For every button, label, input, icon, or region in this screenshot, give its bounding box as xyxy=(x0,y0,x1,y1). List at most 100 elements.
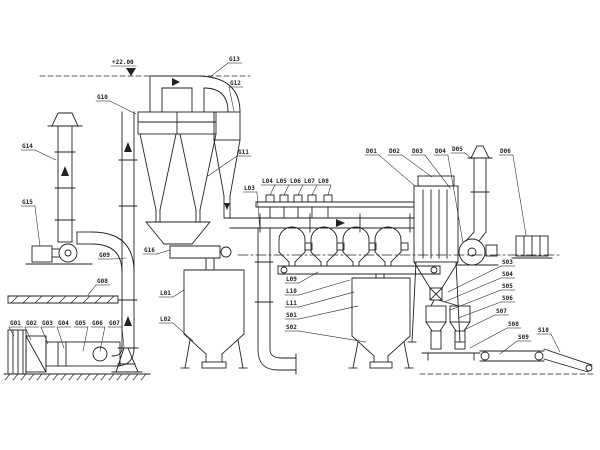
discharge-screw-feeder xyxy=(169,245,232,271)
leader-g07 xyxy=(121,326,125,348)
collecting-conveyor xyxy=(277,265,441,279)
label-d04: D04 xyxy=(435,148,446,155)
leader-s03 xyxy=(447,265,502,293)
leader-l08 xyxy=(327,184,332,196)
leader-g04 xyxy=(56,326,65,349)
leader-l06 xyxy=(297,184,304,196)
label-g03: G03 xyxy=(42,320,53,327)
label-d02: D02 xyxy=(389,148,400,155)
label-g11: G11 xyxy=(238,149,249,156)
label-d06: D06 xyxy=(500,148,511,155)
label-s04: S04 xyxy=(502,271,513,278)
leader-s01 xyxy=(298,305,359,320)
label-d05: D05 xyxy=(452,146,463,153)
label-l11: L11 xyxy=(286,300,297,307)
label-g09: G09 xyxy=(99,252,110,259)
label-l02: L02 xyxy=(160,316,171,323)
leader-d04 xyxy=(447,154,464,244)
leader-d03 xyxy=(424,154,451,189)
label-s06: S06 xyxy=(502,295,513,302)
label-g10: G10 xyxy=(97,94,108,101)
label-s05: S05 xyxy=(502,283,513,290)
leader-d06 xyxy=(512,154,527,236)
leader-s02 xyxy=(298,330,367,343)
leader-g01 xyxy=(8,326,15,337)
leader-g09 xyxy=(111,257,127,260)
airlock-feeder-row xyxy=(278,226,409,267)
leader-l05 xyxy=(283,184,290,196)
drop-leg-duct xyxy=(254,227,297,375)
label-g06: G06 xyxy=(92,320,103,327)
leader-s07 xyxy=(463,314,496,331)
label-g13: G13 xyxy=(229,56,240,63)
label-g05: G05 xyxy=(75,320,86,327)
leader-s05 xyxy=(449,289,502,311)
leader-l07 xyxy=(311,184,318,196)
product-hopper-2 xyxy=(348,277,414,369)
drying-column xyxy=(111,111,139,367)
blower-unit xyxy=(25,243,93,265)
leader-l09 xyxy=(298,271,319,284)
main-transfer-duct xyxy=(223,213,415,233)
label-g01: G01 xyxy=(10,320,21,327)
label-g12: G12 xyxy=(230,80,241,87)
label-g16: G16 xyxy=(144,247,155,254)
leader-l03 xyxy=(256,191,261,232)
label-s02: S02 xyxy=(286,324,297,331)
label-g04: G04 xyxy=(58,320,69,327)
leader-g02 xyxy=(24,326,32,341)
leader-s06 xyxy=(457,301,502,319)
leader-g16 xyxy=(156,249,171,255)
packing-machines xyxy=(421,299,481,361)
leader-d05 xyxy=(464,152,473,160)
label-elevation: +22.00 xyxy=(112,59,134,66)
leader-g14 xyxy=(34,149,57,161)
label-s01: S01 xyxy=(286,312,297,319)
label-l03: L03 xyxy=(244,185,255,192)
label-g15: G15 xyxy=(22,199,33,206)
label-d01: D01 xyxy=(366,148,377,155)
leader-l01 xyxy=(172,289,185,298)
elevation-marker xyxy=(126,68,136,76)
leader-g05 xyxy=(82,326,89,352)
bagged-product-conveyor xyxy=(479,348,593,373)
label-g14: G14 xyxy=(22,143,33,150)
label-l06: L06 xyxy=(290,178,301,185)
label-l07: L07 xyxy=(304,178,315,185)
leader-l10 xyxy=(298,279,351,296)
label-s09: S09 xyxy=(518,334,529,341)
label-g02: G02 xyxy=(26,320,37,327)
label-l01: L01 xyxy=(160,290,171,297)
leader-s10 xyxy=(550,333,561,353)
leader-g10 xyxy=(109,100,137,115)
datum-lines xyxy=(3,75,597,381)
leader-g11 xyxy=(207,155,238,177)
leader-s04 xyxy=(443,277,502,303)
leader-g15 xyxy=(34,205,41,247)
label-l10: L10 xyxy=(286,288,297,295)
leader-g12 xyxy=(228,86,235,112)
leader-l02 xyxy=(172,322,194,342)
secondary-cyclone xyxy=(213,111,241,219)
auxiliary-box xyxy=(511,235,553,259)
upper-manifold-pipe xyxy=(255,194,415,219)
hot-air-furnace xyxy=(7,329,143,375)
label-g07: G07 xyxy=(109,320,120,327)
label-s08: S08 xyxy=(508,321,519,328)
leader-g03 xyxy=(40,326,49,345)
chimney xyxy=(467,145,493,233)
leader-s08 xyxy=(469,327,508,349)
bag-filter-unit xyxy=(407,175,465,343)
label-g08: G08 xyxy=(97,278,108,285)
overhead-duct xyxy=(149,75,241,113)
label-l08: L08 xyxy=(318,178,329,185)
label-s07: S07 xyxy=(496,308,507,315)
fuel-screw-conveyor xyxy=(7,295,119,304)
leader-g06 xyxy=(99,326,106,352)
induced-draft-fan xyxy=(455,231,499,266)
leader-s09 xyxy=(499,340,518,355)
label-d03: D03 xyxy=(412,148,423,155)
